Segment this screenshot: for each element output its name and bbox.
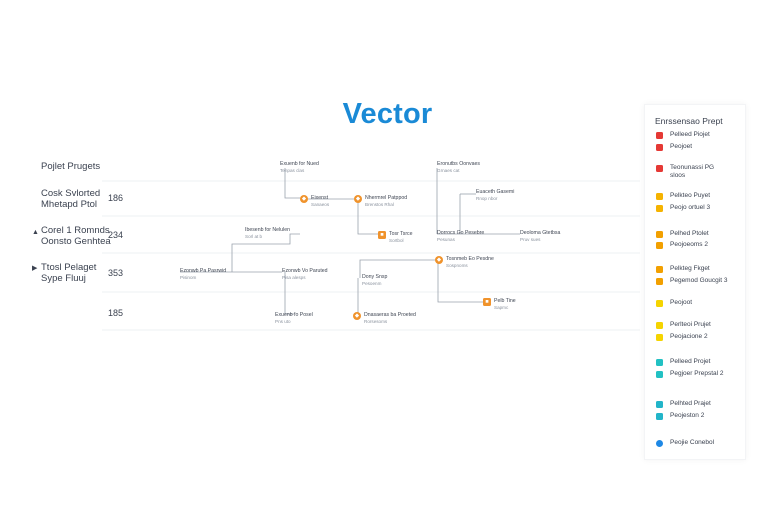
legend-item[interactable]: Peojoet xyxy=(656,143,692,155)
legend-item[interactable]: Peojeston 2 xyxy=(656,412,704,424)
legend-item[interactable]: Peojacione 2 xyxy=(656,333,708,345)
group-label-3: Ttosl Pelaget Sype Fluuj xyxy=(41,262,97,284)
legend-item[interactable]: Pelhed Ptolet xyxy=(656,230,709,242)
legend-swatch xyxy=(656,231,663,238)
legend-item[interactable]: Pegemod Goucgit 3 xyxy=(656,277,727,289)
box-icon: ■ xyxy=(378,231,386,239)
legend-swatch xyxy=(656,322,663,329)
diagram-node[interactable]: Ezonwb Vo Paruted Pisa alesps xyxy=(282,268,328,280)
legend-item[interactable]: Pelleed Piojet xyxy=(656,131,710,143)
flame-icon: ◆ xyxy=(300,195,308,203)
legend-item[interactable]: Pegjoer Prepstal 2 xyxy=(656,370,723,382)
group-label-2: Corel 1 Romnds Oonsto Genhtea xyxy=(41,225,111,247)
legend-swatch xyxy=(656,300,663,307)
group-value-2: 234 xyxy=(108,230,124,240)
legend-swatch xyxy=(656,205,663,212)
diagram-node[interactable]: Ezonwb Pa Pasrwid Pisinom xyxy=(180,268,227,280)
legend-swatch xyxy=(656,165,663,172)
legend-item[interactable]: Pelleed Projet xyxy=(656,358,710,370)
diagram-node[interactable]: Dony Snsp Pesoenm xyxy=(362,274,388,286)
group-value-4: 185 xyxy=(108,308,124,318)
legend-item[interactable]: Peojoeoms 2 xyxy=(656,241,708,253)
diagram-node[interactable]: Deoloma Gtetbsa Pruv sues xyxy=(520,230,561,242)
box-icon: ■ xyxy=(483,298,491,306)
diagram-node[interactable]: Eixenst Sanaeos xyxy=(311,195,330,207)
row-dividers xyxy=(102,180,640,331)
diagram-node[interactable]: Pelb Tine Sapmc xyxy=(494,298,516,310)
legend-item[interactable]: Peojie Conebol xyxy=(656,439,714,451)
legend-swatch xyxy=(656,401,663,408)
legend-swatch xyxy=(656,440,663,447)
legend-item[interactable]: Peojo ortuel 3 xyxy=(656,204,710,216)
legend-swatch xyxy=(656,266,663,273)
legend-swatch xyxy=(656,334,663,341)
legend-item[interactable]: Pelhted Prajet xyxy=(656,400,711,412)
legend-swatch xyxy=(656,278,663,285)
group-caret-3[interactable]: ▶ xyxy=(32,265,38,272)
legend-swatch xyxy=(656,144,663,151)
diagram-node[interactable]: Ibesenb for Nelulen Sorl at b xyxy=(245,227,290,239)
group-value-3: 353 xyxy=(108,268,124,278)
connector-lines xyxy=(180,168,520,316)
diagram-node[interactable]: Exuenb for Nued Tenpas clas xyxy=(280,161,319,173)
legend-item[interactable]: Pelkteo Puyet xyxy=(656,192,710,204)
legend-swatch xyxy=(656,132,663,139)
legend-swatch xyxy=(656,413,663,420)
legend-item[interactable]: Peojoot xyxy=(656,299,692,311)
legend-item[interactable]: Pelkteg Fkget xyxy=(656,265,710,277)
group-label-1: Cosk Svlorted Mhetapd Ptol xyxy=(41,188,101,210)
group-caret-2[interactable]: ▲ xyxy=(32,229,39,236)
legend-item[interactable]: Perlteoi Prujet xyxy=(656,321,711,333)
legend-swatch xyxy=(656,242,663,249)
group-value-1: 186 xyxy=(108,193,124,203)
flame-icon: ◆ xyxy=(354,195,362,203)
diagram-node[interactable]: Dnasaeras ba Proeted Rorsesoms xyxy=(364,312,416,324)
legend-item[interactable]: Teonunassi PG sloos xyxy=(656,164,714,184)
diagram-node[interactable]: Tosnmeb Eo Pesdne Sospnoms xyxy=(446,256,494,268)
legend-swatch xyxy=(656,371,663,378)
legend-swatch xyxy=(656,193,663,200)
diagram-node[interactable]: Eronutbs Oonvaes Grnaes cat xyxy=(437,161,480,173)
diagram-node[interactable]: Nhermrel Patppod Brenstos Rhal xyxy=(365,195,408,207)
legend-title: Enrssensao Prept xyxy=(655,116,723,126)
legend-swatch xyxy=(656,359,663,366)
diagram-node[interactable]: Tosr Tsrce Sortbol xyxy=(389,231,413,243)
flame-icon: ◆ xyxy=(435,256,443,264)
diagram-node[interactable]: Exuenb fo Posel Pns uto xyxy=(275,312,313,324)
diagram-node[interactable]: Dorrocs Go Pesebre Pesunas xyxy=(437,230,485,242)
page-title: Vector xyxy=(342,98,433,130)
left-panel-header: Pojlet Prugets xyxy=(41,161,101,172)
diagram-node[interactable]: Euaceth Gasemi Rnop nbor xyxy=(476,189,515,201)
flame-icon: ◆ xyxy=(353,312,361,320)
